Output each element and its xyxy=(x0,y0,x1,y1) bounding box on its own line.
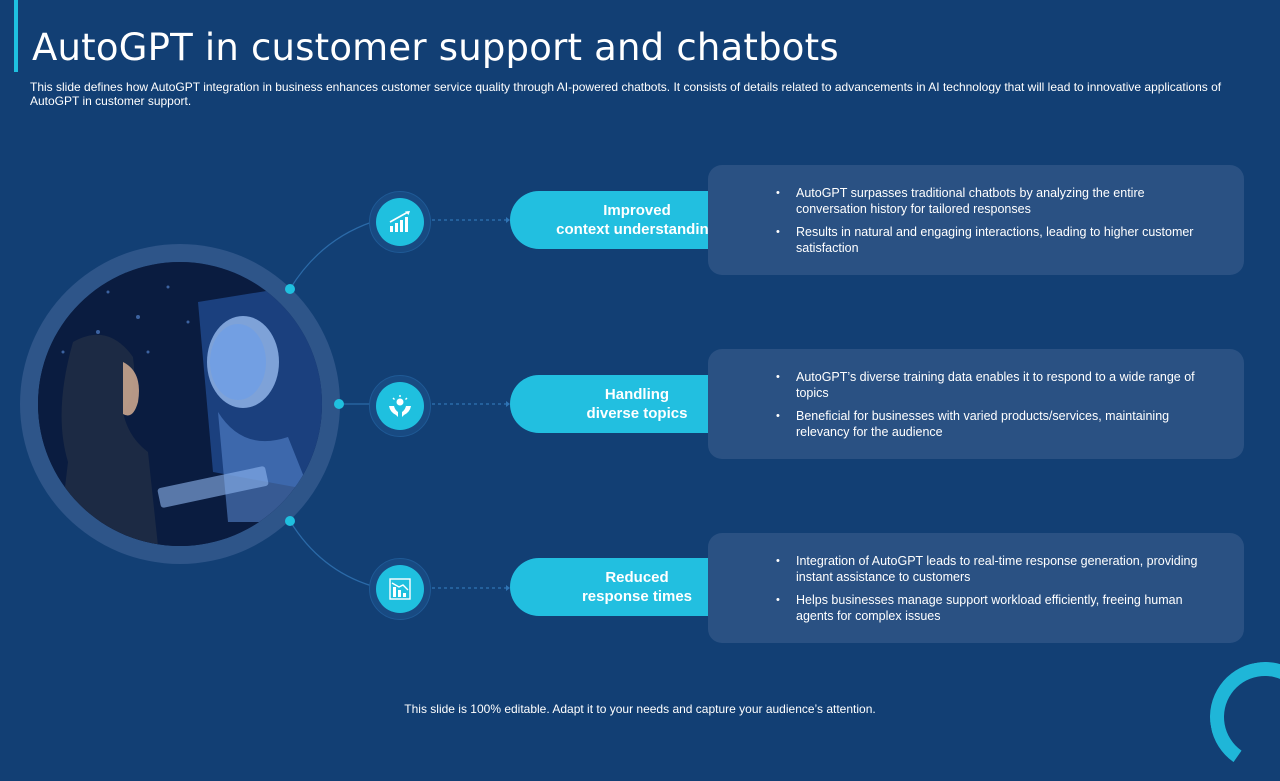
pill-label-line1: Reduced xyxy=(605,569,669,586)
decorative-corner-arc xyxy=(1201,653,1280,781)
bullet-item: Helps businesses manage support workload… xyxy=(776,592,1214,624)
bullet-item: Integration of AutoGPT leads to real-tim… xyxy=(776,553,1214,585)
pill-label-line2: diverse topics xyxy=(586,405,688,422)
node-topics xyxy=(369,375,431,437)
panel-response: Integration of AutoGPT leads to real-tim… xyxy=(708,533,1244,643)
pill-label-line1: Handling xyxy=(604,386,670,403)
slide-title: AutoGPT in customer support and chatbots xyxy=(32,26,839,69)
bullet-item: Results in natural and engaging interact… xyxy=(776,224,1214,256)
bullet-list: AutoGPT surpasses traditional chatbots b… xyxy=(708,165,1244,256)
node-context xyxy=(369,191,431,253)
growth-chart-icon xyxy=(389,211,410,232)
ai-robot-woman-photo xyxy=(38,262,322,546)
declining-chart-icon xyxy=(389,578,411,600)
pill-label-line2: response times xyxy=(581,588,693,605)
title-accent-bar xyxy=(14,0,18,72)
panel-topics: AutoGPT’s diverse training data enables … xyxy=(708,349,1244,459)
pill-label-line1: Improved xyxy=(603,202,671,219)
slide-subtitle: This slide defines how AutoGPT integrati… xyxy=(30,80,1222,108)
bullet-item: Beneficial for businesses with varied pr… xyxy=(776,408,1214,440)
pill-label-line2: context understanding xyxy=(556,221,718,238)
bullet-list: AutoGPT’s diverse training data enables … xyxy=(708,349,1244,440)
node-response xyxy=(369,558,431,620)
bullet-item: AutoGPT surpasses traditional chatbots b… xyxy=(776,185,1214,217)
hands-holding-icon xyxy=(389,395,411,417)
bullet-list: Integration of AutoGPT leads to real-tim… xyxy=(708,533,1244,624)
slide-footer: This slide is 100% editable. Adapt it to… xyxy=(404,702,876,716)
bullet-item: AutoGPT’s diverse training data enables … xyxy=(776,369,1214,401)
panel-context: AutoGPT surpasses traditional chatbots b… xyxy=(708,165,1244,275)
